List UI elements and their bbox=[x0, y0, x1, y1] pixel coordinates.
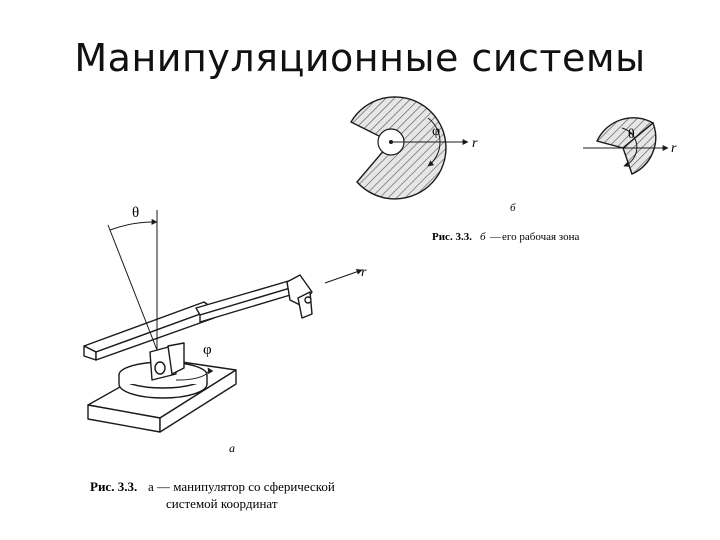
figure-b-caption-number: Рис. 3.3. bbox=[432, 231, 472, 243]
r-extension-arrow bbox=[324, 268, 363, 284]
pivot-pin bbox=[154, 361, 166, 375]
figure-b-caption-text: его рабочая зона bbox=[502, 231, 579, 243]
pivot-bracket bbox=[167, 342, 185, 375]
work-zone-theta-arc bbox=[621, 127, 638, 167]
work-zone-side-view bbox=[583, 117, 669, 175]
work-zone-phi-arc bbox=[427, 117, 441, 167]
base-plate-side bbox=[159, 369, 237, 433]
work-zone-side-wedge bbox=[596, 117, 655, 149]
slide-title: Манипуляционные системы bbox=[74, 36, 646, 80]
gripper-pin bbox=[304, 296, 312, 304]
boom-housing-top bbox=[83, 301, 215, 353]
theta-angle-lines bbox=[107, 210, 158, 351]
work-zone-theta-label: θ bbox=[628, 127, 635, 142]
work-zone-top-view bbox=[350, 96, 469, 200]
figure-a-caption: Рис. 3.3. а — манипулятор со сферической… bbox=[90, 479, 335, 511]
figure-a-panel-letter: а bbox=[229, 441, 235, 455]
manipulator-drawing bbox=[83, 274, 313, 433]
phi-rotation-arrow bbox=[175, 367, 214, 381]
manipulator-theta-label: θ bbox=[132, 205, 139, 221]
figure-a-caption-line2: системой координат bbox=[166, 496, 278, 511]
figure-b-caption: Рис. 3.3. б — его рабочая зона bbox=[432, 231, 579, 243]
figure-b-panel-letter: б bbox=[510, 202, 516, 214]
figure-a-caption-line1: а — манипулятор со сферической bbox=[148, 479, 335, 494]
manipulator-r-label: r bbox=[361, 265, 367, 280]
manipulator-phi-label: φ bbox=[203, 342, 212, 358]
work-zone-phi-label: φ bbox=[432, 124, 440, 139]
work-zone-side-r-label: r bbox=[671, 141, 677, 156]
work-zone-r-label: r bbox=[472, 136, 478, 151]
figure-b-caption-dash: — bbox=[489, 231, 502, 243]
figure-a-caption-number: Рис. 3.3. bbox=[90, 479, 137, 494]
figure-b-caption-letter: б bbox=[480, 231, 486, 243]
